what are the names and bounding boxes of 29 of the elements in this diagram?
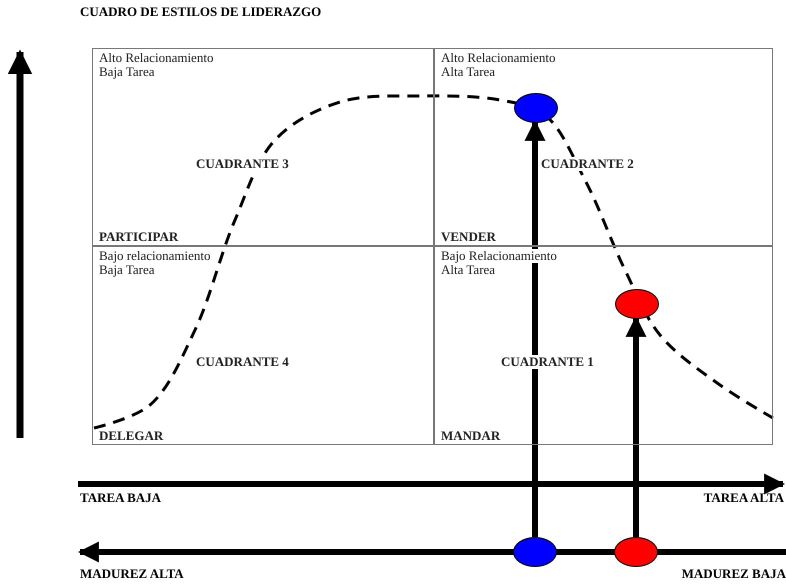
circle-marker — [614, 537, 658, 567]
quadrant-description: Alta Tarea — [441, 263, 496, 277]
quadrant-description: Bajo relacionamiento — [99, 249, 211, 263]
circle-marker — [513, 537, 557, 567]
style-label: VENDER — [441, 230, 496, 244]
title: CUADRO DE ESTILOS DE LIDERAZGO — [80, 4, 322, 20]
quadrant-box — [92, 246, 434, 445]
quadrant-description: Bajo Relacionamiento — [441, 249, 557, 263]
circle-marker — [615, 289, 659, 319]
quadrant-description: Alta Tarea — [441, 65, 496, 79]
quadrant-description: Alto Relacionamiento — [441, 51, 556, 65]
quadrant-title: CUADRANTE 2 — [541, 157, 634, 171]
axis-label: MADUREZ ALTA — [80, 566, 184, 582]
quadrant-title: CUADRANTE 4 — [196, 355, 289, 369]
style-label: PARTICIPAR — [99, 230, 178, 244]
quadrant-box — [434, 246, 773, 445]
quadrant-box — [434, 48, 773, 246]
quadrant-box — [92, 48, 434, 246]
quadrant-description: Alto Relacionamiento — [99, 51, 214, 65]
circle-marker — [514, 93, 558, 123]
axis-label: MADUREZ BAJA — [682, 566, 786, 582]
style-label: DELEGAR — [99, 429, 164, 443]
axis-label: TAREA ALTA — [704, 490, 784, 506]
quadrant-title: CUADRANTE 3 — [196, 157, 289, 171]
axis-label: TAREA BAJA — [80, 490, 162, 506]
quadrant-description: Baja Tarea — [99, 65, 155, 79]
style-label: MANDAR — [441, 429, 500, 443]
quadrant-description: Baja Tarea — [99, 263, 155, 277]
quadrant-title: CUADRANTE 1 — [501, 355, 594, 369]
